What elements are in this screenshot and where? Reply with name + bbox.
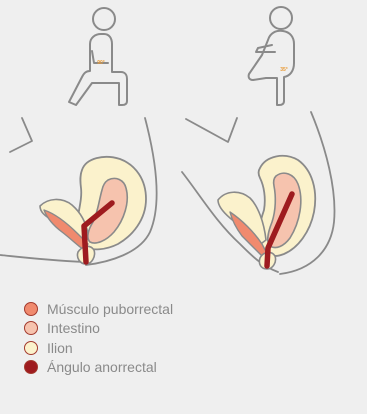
anorectal-angle-swatch-icon	[24, 360, 38, 374]
squatting-cross-section	[182, 112, 334, 274]
seated-person-body	[69, 34, 127, 105]
squatting-angle-label: 35°	[280, 67, 288, 73]
anatomy-illustration: 90° 35°	[0, 0, 367, 290]
seated-person-icon	[69, 8, 127, 105]
ileum-swatch-icon	[24, 341, 38, 355]
squatting-person-head	[270, 7, 292, 29]
legend: Músculo puborrectal Intestino Ilion Ángu…	[24, 299, 173, 377]
legend-item-puborectalis: Músculo puborrectal	[24, 299, 173, 319]
seated-body-contour	[10, 118, 32, 152]
legend-label-intestine: Intestino	[47, 320, 100, 336]
legend-label-ileum: Ilion	[47, 340, 73, 356]
legend-item-anorectal-angle: Ángulo anorrectal	[24, 358, 173, 378]
squatting-pelvic-floor	[218, 192, 266, 246]
seated-cross-section	[0, 118, 157, 265]
intestine-swatch-icon	[24, 321, 38, 335]
squatting-body-contour	[186, 118, 237, 142]
seated-person-head	[93, 8, 115, 30]
puborectalis-swatch-icon	[24, 302, 38, 316]
legend-item-intestine: Intestino	[24, 319, 173, 339]
legend-label-puborectalis: Músculo puborrectal	[47, 301, 173, 317]
seated-seat-line	[0, 255, 84, 262]
squatting-person-icon	[249, 7, 294, 105]
seated-angle-label: 90°	[97, 60, 105, 66]
legend-item-ileum: Ilion	[24, 338, 173, 358]
legend-label-anorectal-angle: Ángulo anorrectal	[47, 359, 157, 375]
